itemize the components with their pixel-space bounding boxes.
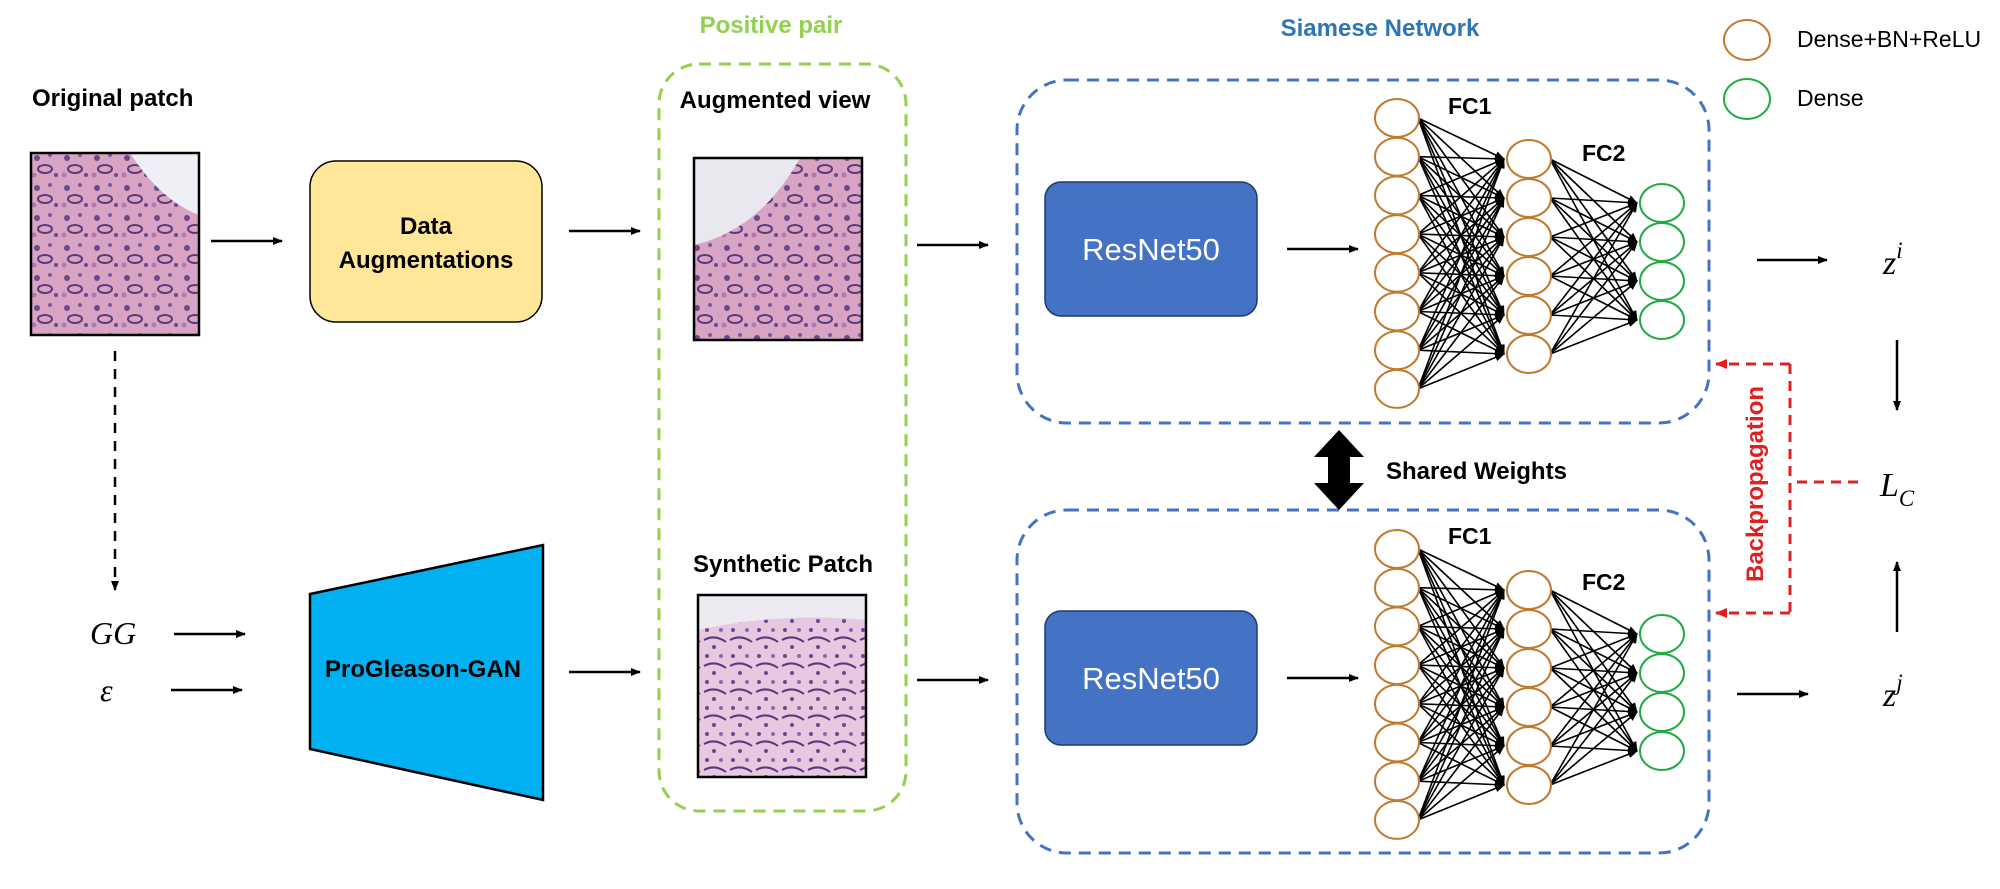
z-j-superscript: j [1893, 670, 1902, 695]
fc1-node [1374, 136, 1420, 177]
backpropagation-label: Backpropagation [1742, 386, 1769, 582]
fc1-node [1374, 252, 1420, 293]
fc2-node [1506, 687, 1552, 727]
fc-connections [1417, 117, 1638, 390]
fc1-node [1374, 291, 1420, 332]
dense-output-node [1639, 731, 1685, 771]
augmented-view-image [692, 156, 864, 342]
fc2-node [1506, 295, 1552, 335]
original-patch-label: Original patch [32, 85, 193, 112]
fc-connections [1417, 548, 1638, 821]
fc1-node [1374, 330, 1420, 371]
fc2-node [1506, 334, 1552, 374]
fc1-node [1374, 683, 1420, 724]
fc2-bottom-label: FC2 [1582, 569, 1625, 595]
dense-output-node [1639, 653, 1685, 693]
fc1-node [1374, 214, 1420, 255]
fc2-node [1506, 765, 1552, 805]
legend-dense-label: Dense [1797, 85, 1863, 111]
legend-dense-bn-relu-label: Dense+BN+ReLU [1797, 26, 1981, 52]
synthetic-patch-label: Synthetic Patch [693, 551, 873, 578]
fc2-top-label: FC2 [1582, 140, 1625, 166]
z-j-label: zj [1882, 670, 1903, 714]
shared-weights-double-arrow-icon [1314, 430, 1364, 510]
dense-output-node [1639, 222, 1685, 262]
contrastive-loss-label: LC [1879, 467, 1915, 511]
dense-output-node [1639, 261, 1685, 301]
epsilon-label: ε [100, 672, 113, 708]
fc1-node [1374, 799, 1420, 840]
siamese-bottom-box [1015, 508, 1711, 855]
fc2-node [1506, 178, 1552, 218]
fc2-node [1506, 217, 1552, 257]
fc1-node [1374, 606, 1420, 647]
fc2-node [1506, 609, 1552, 649]
positive-pair-title: Positive pair [700, 12, 843, 39]
siamese-top-box [1015, 78, 1711, 425]
data-augmentations-label-1: Data [400, 213, 453, 240]
fc1-node [1374, 368, 1420, 409]
dense-output-node [1639, 300, 1685, 340]
legend-dense-swatch [1723, 78, 1771, 120]
fc2-node [1506, 139, 1552, 179]
fc2-node [1506, 570, 1552, 610]
resnet50-bottom-label: ResNet50 [1082, 661, 1220, 696]
positive-pair-box [657, 62, 908, 813]
legend-dense-bn-relu-swatch [1723, 19, 1771, 61]
data-augmentations-box [309, 160, 543, 323]
progleason-gan-block [308, 543, 545, 802]
original-patch-image [29, 151, 201, 337]
fc1-node [1374, 529, 1420, 569]
fc1-top-label: FC1 [1448, 93, 1492, 119]
resnet50-top-label: ResNet50 [1082, 232, 1220, 267]
fc-network-top [1374, 98, 1685, 409]
fc1-node [1374, 645, 1420, 686]
progleason-gan-label: ProGleason-GAN [325, 656, 521, 683]
fc-network-bottom [1374, 529, 1685, 840]
z-i-superscript: i [1896, 238, 1902, 263]
resnet50-bottom-block [1044, 610, 1258, 746]
contrastive-loss-subscript: C [1899, 486, 1915, 511]
fc2-node [1506, 726, 1552, 766]
backpropagation-path [1715, 359, 1858, 618]
fc1-node [1374, 761, 1420, 802]
z-i-label: zi [1882, 238, 1903, 282]
siamese-network-title: Siamese Network [1281, 15, 1480, 42]
fc1-bottom-label: FC1 [1448, 523, 1492, 549]
dense-output-node [1639, 692, 1685, 732]
legend: Dense+BN+ReLU Dense [1723, 19, 1981, 120]
data-augmentations-label-2: Augmentations [339, 247, 514, 274]
fc2-node [1506, 256, 1552, 296]
fc1-node [1374, 98, 1420, 138]
fc2-node [1506, 648, 1552, 688]
augmented-view-label: Augmented view [680, 87, 871, 114]
fc1-node [1374, 722, 1420, 763]
gg-label: GG [90, 615, 136, 651]
synthetic-patch-image [696, 593, 868, 779]
dense-output-node [1639, 614, 1685, 654]
dense-output-node [1639, 183, 1685, 223]
shared-weights-label: Shared Weights [1386, 458, 1567, 485]
resnet50-top-block [1044, 181, 1258, 317]
fc1-node [1374, 567, 1420, 608]
fc1-node [1374, 175, 1420, 216]
